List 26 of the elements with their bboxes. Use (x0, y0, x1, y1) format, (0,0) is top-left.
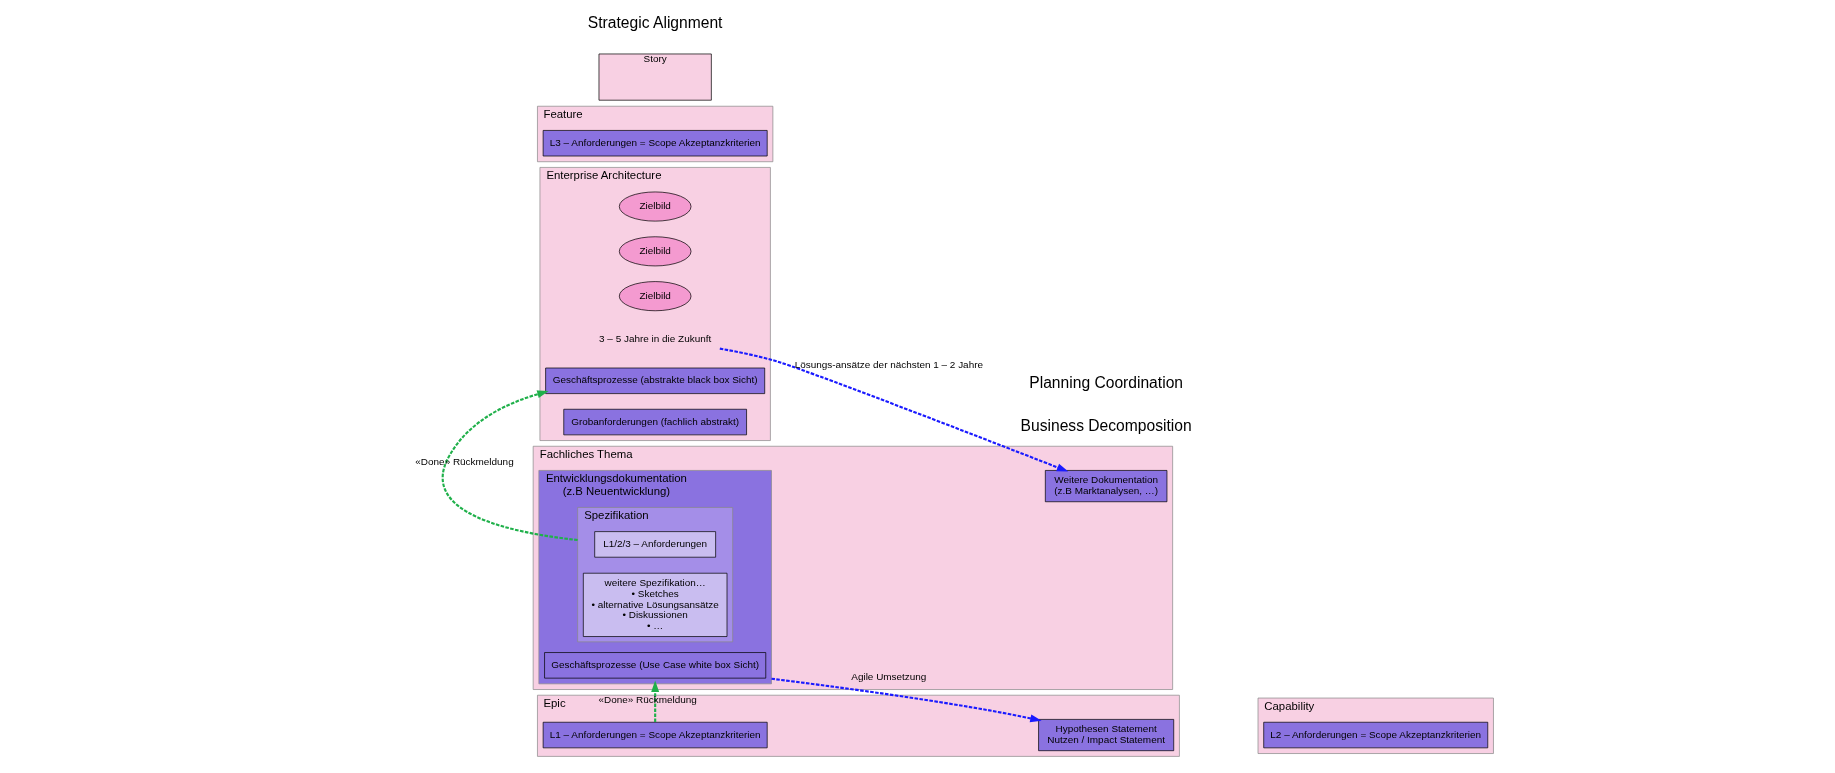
node-text: 3 – 5 Jahre in die Zukunft (598, 333, 711, 345)
node-box: L3 – Anforderungen = Scope Akzeptanzkriterien (542, 130, 768, 157)
node-ellipse: Zielbild (618, 191, 691, 222)
node-box: L1 – Anforderungen = Scope Akzeptanzkriterien (542, 721, 768, 749)
node-box: L2 – Anforderungen = Scope Akzeptanzkriterien (1262, 721, 1488, 749)
arrow (441, 390, 578, 542)
node-box: Hypothesen Statement Nutzen / Impact Statement (1037, 719, 1174, 752)
edge-label: «Done» Rückmeldung (414, 456, 514, 468)
arrow (650, 680, 659, 722)
node-box: Geschäftsprozesse (abstrakte black box Sicht) (544, 367, 765, 394)
node-box: Grobanforderungen (fachlich abstrakt) (562, 408, 747, 436)
label: Planning Coordination (1028, 374, 1183, 392)
arrow (770, 677, 1042, 723)
node-box: Geschäftsprozesse (Use Case white box Sicht) (543, 652, 766, 679)
node-box: Story (598, 53, 712, 101)
node-ellipse: Zielbild (618, 236, 691, 267)
label: Business Decomposition (1020, 417, 1192, 435)
edge-label: «Done» Rückmeldung (598, 693, 697, 705)
arrow (719, 347, 1068, 472)
node-box: L1/2/3 – Anforderungen (593, 531, 716, 558)
label: Strategic Alignment (587, 14, 722, 32)
node-box: Weitere Dokumentation (z.B Marktanalysen, …) (1044, 470, 1167, 503)
node-ellipse: Zielbild (618, 281, 691, 312)
edge-label: Lösungs-ansätze der nächsten 1 – 2 Jahre (794, 359, 983, 371)
edge-label: Agile Umsetzung (850, 671, 926, 683)
node-box: weitere Spezifikation… • Sketches • alternative Lösungsansätze • Diskussionen • … (582, 572, 727, 637)
